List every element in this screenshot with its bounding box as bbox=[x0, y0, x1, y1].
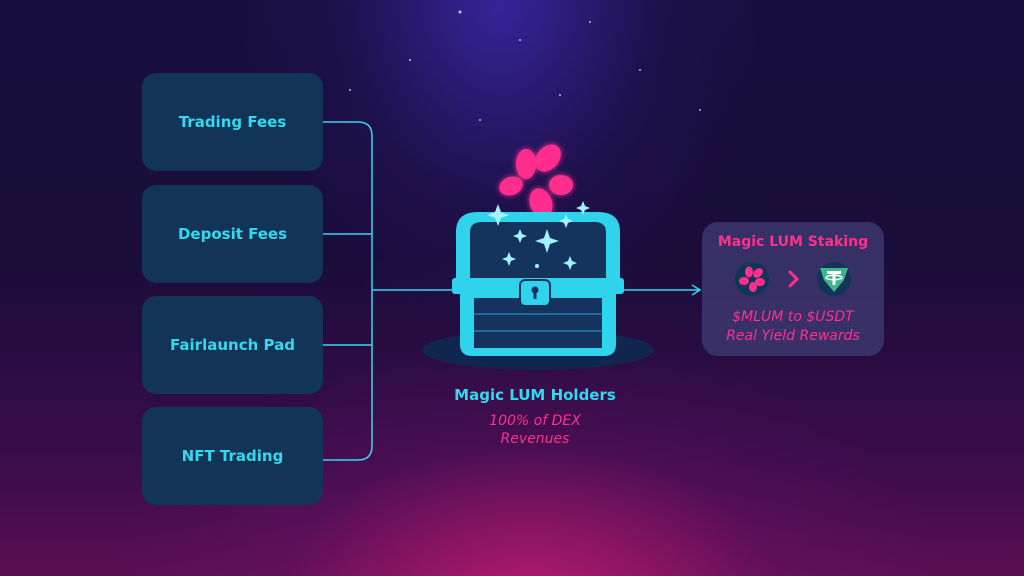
holders-subtitle-line1: 100% of DEX bbox=[489, 413, 581, 429]
staking-desc-line2: Real Yield Rewards bbox=[726, 328, 860, 344]
flower-icon bbox=[499, 144, 573, 218]
staking-description: $MLUM to $USDT Real Yield Rewards bbox=[702, 308, 884, 346]
holders-title: Magic LUM Holders bbox=[454, 386, 616, 404]
background-stars bbox=[349, 10, 701, 121]
token-swap-graphic bbox=[735, 262, 851, 296]
lum-logo-icon bbox=[735, 262, 769, 296]
source-label: Fairlaunch Pad bbox=[170, 336, 295, 354]
holders-subtitle-line2: Revenues bbox=[500, 431, 570, 447]
source-deposit-fees: Deposit Fees bbox=[142, 185, 323, 283]
chevron-right-icon bbox=[788, 270, 800, 288]
source-label: Trading Fees bbox=[178, 113, 287, 131]
source-fairlaunch-pad: Fairlaunch Pad bbox=[142, 296, 323, 394]
holders-subtitle: 100% of DEX Revenues bbox=[430, 412, 640, 448]
staking-desc-line1: $MLUM to $USDT bbox=[732, 309, 854, 325]
source-trading-fees: Trading Fees bbox=[142, 73, 323, 171]
staking-title: Magic LUM Staking bbox=[717, 234, 869, 250]
sparkle-icon bbox=[487, 201, 590, 270]
source-nft-trading: NFT Trading bbox=[142, 407, 323, 505]
source-label: NFT Trading bbox=[181, 447, 284, 465]
usdt-icon bbox=[817, 262, 851, 296]
staking-card: Magic LUM Staking $MLUM to $USDT Real Yi… bbox=[702, 222, 884, 356]
source-label: Deposit Fees bbox=[177, 225, 288, 243]
